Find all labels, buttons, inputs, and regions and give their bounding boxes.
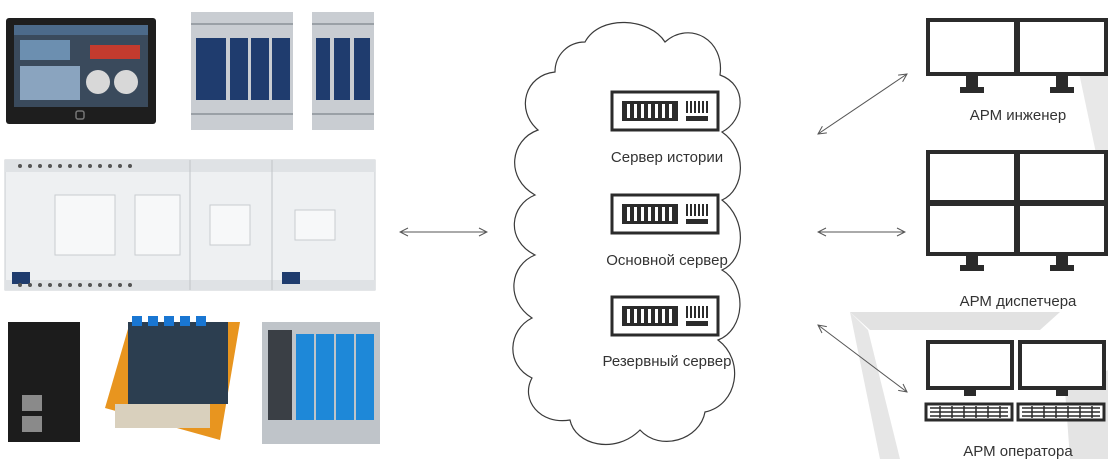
cloud-operator-arrow bbox=[818, 325, 907, 392]
backup-server-label: Резервный сервер bbox=[602, 353, 731, 370]
mcu-modules-image-1 bbox=[191, 12, 293, 130]
main-server-label: Основной сервер bbox=[606, 252, 728, 269]
cloud-engineer-arrow bbox=[818, 74, 907, 134]
operator-workstation-icon bbox=[924, 340, 1106, 422]
plc-controller-image bbox=[4, 159, 376, 291]
dispatcher-workstation-icon bbox=[926, 150, 1108, 271]
engineer-workstation-icon bbox=[926, 18, 1108, 95]
dispatcher-workstation-label: АРМ диспетчера bbox=[960, 293, 1077, 310]
backup-server-icon bbox=[610, 295, 720, 337]
comm-module-image bbox=[8, 322, 80, 442]
history-server-icon bbox=[610, 90, 720, 132]
mcu-modules-image-2 bbox=[312, 12, 374, 130]
io-terminal-board-image bbox=[105, 316, 240, 440]
main-server-icon bbox=[610, 193, 720, 235]
operator-workstation-label: АРМ оператора bbox=[963, 443, 1073, 459]
history-server-label: Сервер истории bbox=[611, 149, 723, 166]
d-series-modules-image bbox=[262, 322, 380, 444]
hmi-panel-image bbox=[6, 18, 156, 124]
engineer-workstation-label: АРМ инженер bbox=[970, 107, 1067, 124]
